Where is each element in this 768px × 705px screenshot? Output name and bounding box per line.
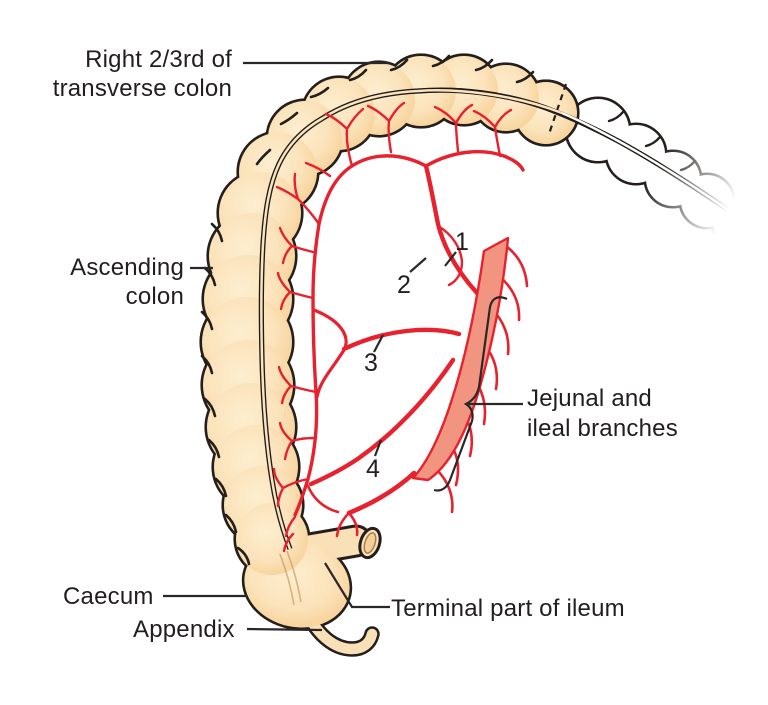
sma-trunk — [411, 236, 510, 482]
label-terminal-ileum: Terminal part of ileum — [391, 595, 625, 622]
label-line: transverse colon — [52, 75, 232, 102]
jejunal-branches-bracket — [433, 296, 523, 492]
label-line: Right 2/3rd of — [85, 46, 232, 73]
label-transverse-colon: Right 2/3rd of transverse colon — [30, 45, 232, 103]
leader-marker-4 — [373, 439, 383, 457]
ileocolic-artery — [308, 357, 456, 487]
arterial-network — [272, 101, 529, 553]
marginal-arcade — [424, 150, 525, 172]
marker-4: 4 — [366, 455, 380, 483]
label-line: Ascending — [70, 254, 184, 281]
arcade-loop — [312, 308, 348, 399]
label-ascending-colon: Ascending colon — [24, 253, 184, 311]
label-line: Jejunal and — [527, 385, 652, 412]
ileal-artery — [346, 470, 417, 516]
appendix-shape — [298, 602, 380, 657]
artery-branch-1 — [436, 224, 464, 287]
fade-overlay — [640, 110, 768, 290]
ileal-artery-forks — [306, 484, 359, 538]
terminal-ileum-opening — [358, 526, 382, 560]
leader-terminal-ileum — [324, 562, 390, 609]
marker-2: 2 — [397, 271, 411, 299]
haustra-crease — [200, 54, 535, 566]
label-line: ileal branches — [527, 415, 678, 442]
marker-3: 3 — [364, 349, 378, 377]
label-jejunal-ileal-branches: Jejunal and ileal branches — [527, 384, 678, 444]
marker-1: 1 — [455, 228, 469, 256]
leader-marker-1 — [444, 251, 457, 267]
middle-colic-artery — [423, 163, 480, 296]
leader-lines — [163, 61, 523, 632]
leader-appendix — [246, 627, 323, 632]
label-line: colon — [125, 283, 184, 310]
label-appendix: Appendix — [133, 616, 235, 643]
vasa-recta — [272, 101, 513, 553]
label-caecum: Caecum — [63, 583, 154, 610]
colon-boundary-dashed-line — [547, 83, 568, 135]
right-colic-artery — [341, 327, 462, 352]
caecum-taenia-faint-line — [279, 550, 302, 606]
marginal-arcade — [293, 154, 428, 517]
leader-marker-3 — [373, 334, 384, 353]
leader-marker-2 — [409, 257, 427, 273]
